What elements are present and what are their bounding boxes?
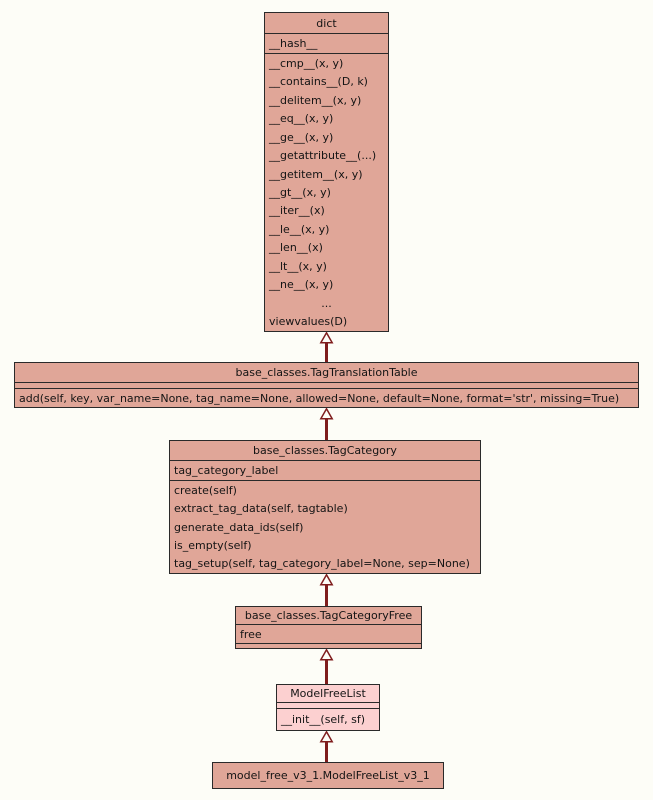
- method-row: __getitem__(x, y): [269, 167, 363, 181]
- method-row: __cmp__(x, y): [269, 56, 344, 70]
- class-box-model-free-list[interactable]: ModelFreeList __init__(self, sf): [276, 684, 380, 731]
- method-row: __ge__(x, y): [269, 130, 334, 144]
- method-row: __lt__(x, y): [269, 259, 327, 273]
- methods-compartment: __init__(self, sf): [277, 708, 379, 730]
- inheritance-arrow: [319, 649, 334, 684]
- method-row: viewvalues(D): [269, 315, 348, 329]
- method-row: __init__(self, sf): [281, 713, 366, 726]
- attributes-compartment: tag_category_label: [170, 460, 480, 480]
- method-row: __iter__(x): [269, 204, 325, 218]
- attributes-compartment-empty: [277, 702, 379, 708]
- methods-compartment-empty: [236, 643, 421, 648]
- method-row: __delitem__(x, y): [269, 93, 362, 107]
- method-row: __ne__(x, y): [269, 278, 334, 292]
- method-row: __eq__(x, y): [269, 112, 334, 126]
- method-row: __contains__(D, k): [269, 75, 368, 89]
- methods-compartment: __cmp__(x, y) __contains__(D, k) __delit…: [265, 53, 388, 331]
- method-row: __le__(x, y): [269, 222, 330, 236]
- inheritance-arrow: [319, 408, 334, 440]
- class-title: ModelFreeList: [290, 687, 366, 700]
- attribute-row: tag_category_label: [174, 464, 279, 477]
- inheritance-arrow: [319, 574, 334, 606]
- class-title: model_free_v3_1.ModelFreeList_v3_1: [226, 769, 430, 782]
- method-row: extract_tag_data(self, tagtable): [174, 502, 348, 516]
- attributes-compartment: __hash__: [265, 33, 388, 53]
- method-row: create(self): [174, 483, 237, 497]
- attributes-compartment-empty: [15, 382, 638, 388]
- method-row: generate_data_ids(self): [174, 520, 304, 534]
- method-row: tag_setup(self, tag_category_label=None,…: [174, 557, 470, 571]
- inheritance-arrow: [319, 731, 334, 762]
- class-box-tag-translation-table[interactable]: base_classes.TagTranslationTable add(sel…: [14, 362, 639, 408]
- methods-compartment: create(self) extract_tag_data(self, tagt…: [170, 480, 480, 573]
- method-row: __len__(x): [269, 241, 323, 255]
- inheritance-arrow: [319, 332, 334, 362]
- methods-compartment: add(self, key, var_name=None, tag_name=N…: [15, 388, 638, 407]
- attributes-compartment: free: [236, 624, 421, 643]
- method-row: __getattribute__(...): [269, 149, 377, 163]
- method-row: add(self, key, var_name=None, tag_name=N…: [19, 391, 620, 405]
- class-title: base_classes.TagCategory: [253, 444, 397, 457]
- attribute-row: free: [240, 627, 262, 641]
- class-box-tag-category-free[interactable]: base_classes.TagCategoryFree free: [235, 606, 422, 649]
- attribute-row: __hash__: [269, 37, 318, 50]
- class-title: base_classes.TagTranslationTable: [235, 366, 418, 379]
- method-row: __gt__(x, y): [269, 186, 331, 200]
- method-row: is_empty(self): [174, 538, 252, 552]
- class-box-tag-category[interactable]: base_classes.TagCategory tag_category_la…: [169, 440, 481, 574]
- class-box-model-free-list-v3-1[interactable]: model_free_v3_1.ModelFreeList_v3_1: [212, 762, 444, 789]
- class-box-dict[interactable]: dict __hash__ __cmp__(x, y) __contains__…: [264, 12, 389, 332]
- class-title: dict: [316, 16, 337, 30]
- ellipsis-row: ...: [321, 296, 332, 310]
- class-title: base_classes.TagCategoryFree: [244, 609, 413, 622]
